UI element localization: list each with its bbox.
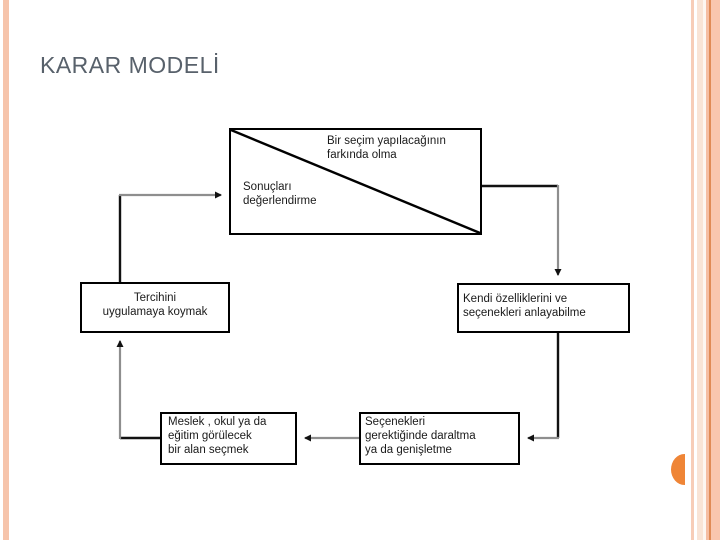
right-accent-stripe-3	[703, 0, 706, 540]
node-choose-field-label: Meslek , okul ya da eğitim görülecek bir…	[168, 416, 267, 456]
node-evaluate-label: Sonuçları değerlendirme	[243, 181, 317, 207]
node-narrow-options-label: Seçenekleri gerektiğinde daraltma ya da …	[365, 416, 476, 456]
right-accent-stripe-2	[697, 0, 703, 540]
right-accent-stripe-1	[691, 0, 694, 540]
node-implement-box[interactable]	[80, 282, 230, 333]
node-narrow-options-box[interactable]	[359, 412, 520, 465]
node-understand-box[interactable]	[457, 283, 630, 333]
right-accent-stripe-6	[711, 0, 720, 540]
page-title: KARAR MODELİ	[40, 52, 220, 78]
right-accent-stripe-4	[706, 0, 709, 540]
node-awareness-label: Bir seçim yapılacağının farkında olma	[327, 135, 446, 161]
node-choose-field-box[interactable]	[160, 412, 297, 465]
right-accent-stripe-5	[709, 0, 711, 540]
left-accent-stripe	[3, 0, 9, 540]
node-implement-label: Tercihini uygulamaya koymak	[102, 292, 208, 318]
node-understand-label: Kendi özelliklerini ve seçenekleri anlay…	[463, 293, 586, 319]
right-edge-bulge-ornament	[671, 454, 685, 485]
